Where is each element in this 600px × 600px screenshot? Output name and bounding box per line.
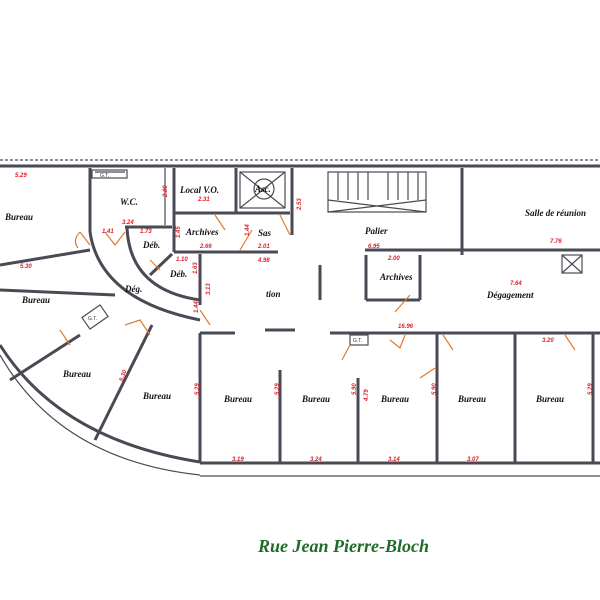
- room-bureau-2: Bureau: [301, 394, 330, 404]
- room-bureau-4: Bureau: [457, 394, 486, 404]
- dim: 4.79: [364, 389, 370, 402]
- gt-label-2: G.T.: [88, 316, 97, 322]
- dim: 1.63: [193, 262, 199, 274]
- room-local-vo: Local V.O.: [179, 185, 219, 195]
- dim: 5.29: [195, 383, 201, 395]
- room-bureau-3: Bureau: [380, 394, 409, 404]
- dim: 5.90: [352, 383, 358, 395]
- room-palier: Palier: [365, 226, 388, 236]
- gt-label-1: G.T.: [100, 173, 109, 179]
- dim: 3.24: [122, 220, 134, 226]
- dim: 5.29: [15, 173, 27, 179]
- dim: 3.07: [467, 457, 479, 463]
- room-labels: Bureau W.C. Local V.O. Asc. Archives Sas…: [4, 173, 586, 404]
- dim: 5.90: [432, 383, 438, 395]
- dim: 2.66: [199, 244, 212, 250]
- dim: 6.95: [368, 244, 380, 250]
- dim: 4.98: [257, 258, 270, 264]
- dim: 2.00: [387, 256, 400, 262]
- street-name: Rue Jean Pierre-Bloch: [257, 536, 429, 556]
- dim: 16.96: [398, 324, 414, 330]
- dim: 1.45: [176, 226, 182, 238]
- top-facade: [0, 159, 600, 168]
- dim: 5.29: [275, 383, 281, 395]
- dim: 7.76: [550, 239, 562, 245]
- dim: 7.64: [510, 281, 522, 287]
- door-swings: [59, 214, 576, 379]
- room-bureau-curve-2: Bureau: [142, 391, 171, 401]
- dim: 3.19: [232, 457, 244, 463]
- room-bureau-1: Bureau: [223, 394, 252, 404]
- gt-label-3: G.T.: [353, 338, 362, 344]
- dim: 2.31: [197, 197, 210, 203]
- room-degagement: Dégagement: [486, 290, 534, 300]
- room-reception: tion: [266, 289, 281, 299]
- stair-treads: [327, 172, 427, 213]
- dim: 3.24: [310, 457, 322, 463]
- room-wc: W.C.: [120, 197, 138, 207]
- room-asc: Asc.: [254, 184, 271, 194]
- dim: 1.73: [140, 229, 152, 235]
- dim: 1.41: [102, 229, 114, 235]
- dim: 5.29: [588, 383, 594, 395]
- room-bureau-curve-1: Bureau: [62, 369, 91, 379]
- dim: 3.13: [206, 283, 212, 295]
- room-bureau-top-left: Bureau: [4, 212, 33, 222]
- dim: 3.20: [542, 338, 554, 344]
- room-archives-top: Archives: [185, 227, 219, 237]
- room-salle-reunion: Salle de réunion: [525, 208, 586, 218]
- dim: 3.14: [388, 457, 400, 463]
- room-sas: Sas: [258, 228, 272, 238]
- dim: 2.53: [297, 198, 303, 211]
- room-deg: Dég.: [124, 284, 142, 294]
- dim: 2.01: [257, 244, 270, 250]
- room-deb-2: Déb.: [169, 269, 187, 279]
- room-deb-1: Déb.: [142, 240, 160, 250]
- dim: 1.10: [176, 257, 188, 263]
- dim: 1.44: [194, 301, 200, 313]
- walls: [0, 168, 600, 477]
- room-bureau-5: Bureau: [535, 394, 564, 404]
- dim: 5.30: [20, 264, 32, 270]
- room-bureau-left: Bureau: [21, 295, 50, 305]
- dim: 1.44: [245, 224, 251, 236]
- dim: 5.30: [119, 369, 129, 383]
- dim: 2.80: [163, 185, 169, 198]
- dimension-labels: 5.29 2.80 3.24 1.41 1.73 1.45 2.66 1.44 …: [15, 173, 594, 463]
- room-archives-mid: Archives: [379, 272, 413, 282]
